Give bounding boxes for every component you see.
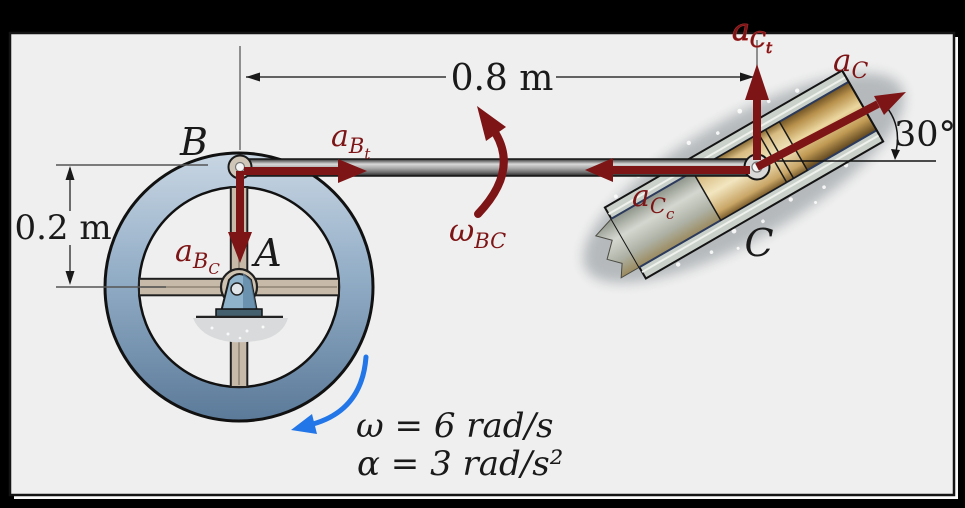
label-a-c-transverse: aCt (732, 13, 773, 57)
support-pin-hole (230, 282, 244, 296)
dimension-rod-length (239, 40, 758, 150)
equation-angular-velocity: ω = 6 rad/s (356, 406, 553, 446)
dim-arrowhead-down (65, 271, 75, 285)
omega-bc-arrow-head (477, 106, 506, 141)
casing-highlight-bottom (641, 134, 880, 273)
a-bc-arrow-head (228, 232, 252, 263)
a-c-arrow-head (874, 92, 906, 115)
ground-speckles (210, 325, 265, 340)
rotation-arrow-head (291, 414, 317, 434)
dim-arrowhead-right (740, 72, 754, 82)
a-bt-arrow-head (338, 159, 367, 183)
acceleration-vectors (228, 64, 906, 263)
cylinder-bore (611, 170, 723, 268)
label-a-c-along-rod: aCc (632, 179, 675, 223)
label-omega-bc: ωBC (449, 213, 506, 253)
cylinder-broken-end (594, 217, 641, 279)
wheel-rotation-arrow (291, 354, 369, 434)
label-point-c: C (744, 221, 773, 265)
label-a-b-normal: aBC (175, 234, 220, 278)
dim-arrowhead-left (246, 72, 260, 82)
label-a-c: aC (833, 43, 868, 84)
casing-highlight-top (608, 76, 847, 215)
casing-end-line (841, 69, 885, 143)
support-bracket-shade (243, 273, 257, 312)
a-cc-arrow-head (585, 158, 613, 182)
ground-mound (193, 318, 288, 343)
a-c-arrow-shaft (755, 100, 880, 171)
dimension-wheel-radius (56, 164, 208, 288)
a-ct-arrow-head (745, 64, 769, 100)
label-a-b-tangential: aBt (331, 119, 371, 163)
dim-arrowhead-up (65, 166, 75, 180)
omega-bc-curved-arrow (474, 130, 508, 218)
label-point-a: A (251, 231, 281, 275)
label-point-b: B (179, 120, 208, 164)
equation-angular-acceleration: α = 3 rad/s² (357, 444, 563, 484)
angle-arrowhead-bottom (891, 149, 900, 160)
angle-label-30: 30° (894, 115, 956, 155)
pin-support-a (193, 273, 288, 343)
dimension-label-rod-length: 0.8 m (451, 58, 554, 99)
dimension-label-wheel-radius: 0.2 m (14, 208, 111, 248)
